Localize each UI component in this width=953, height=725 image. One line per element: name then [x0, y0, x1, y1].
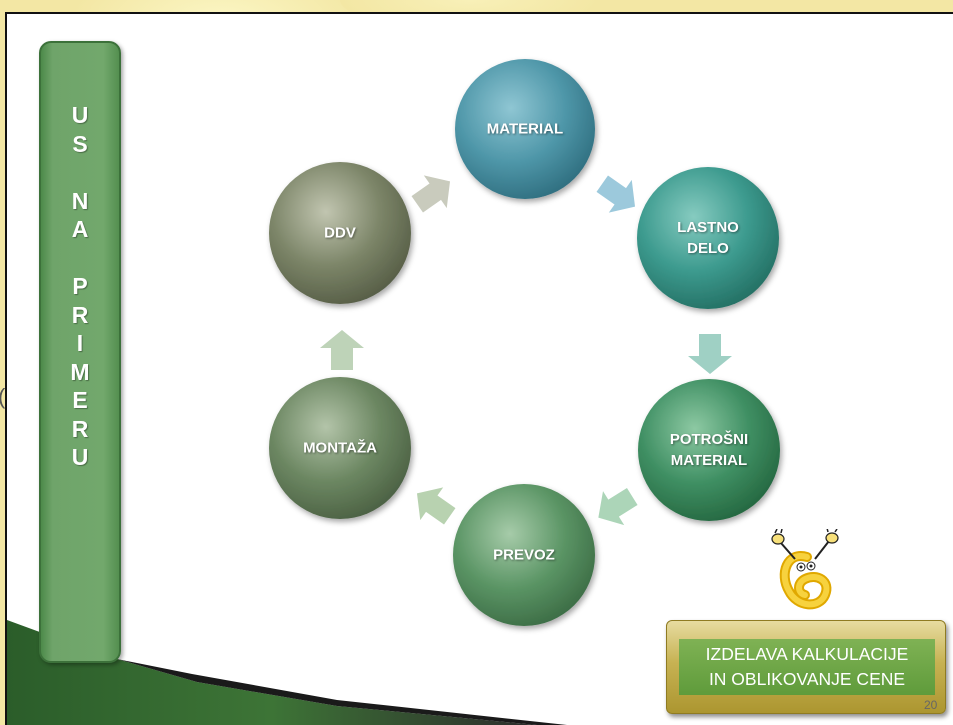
vertical-title-text: U S N A P R I M E R U	[70, 102, 90, 470]
node-material	[455, 59, 595, 199]
node-montaza-label: MONTAŽA	[303, 439, 377, 457]
title-text: IZDELAVA KALKULACIJE IN OBLIKOVANJE CENE	[679, 639, 935, 695]
node-ddv	[269, 162, 411, 304]
vertical-title-bar: U S N A P R I M E R U	[39, 41, 121, 663]
arrow-material-to-lastno	[596, 175, 636, 213]
slide-number: 20	[924, 698, 938, 712]
arrow-lastno-to-potrosni	[688, 334, 732, 374]
decorative-wedge	[7, 620, 567, 725]
arrow-prevoz-to-montaza	[416, 487, 456, 525]
arrow-ddv-to-material	[411, 175, 451, 213]
node-potrosni-material	[638, 379, 780, 521]
wedge-shape	[7, 620, 537, 725]
slide: U S N A P R I M E R U	[5, 12, 953, 725]
arrow-potrosni-to-prevoz	[598, 487, 638, 526]
node-ddv-label: DDV	[324, 224, 356, 242]
node-potrosni-material-label: POTROŠNI MATERIAL	[669, 431, 749, 469]
mascot-icon	[771, 529, 839, 610]
node-prevoz	[453, 484, 595, 626]
title-box: IZDELAVA KALKULACIJE IN OBLIKOVANJE CENE	[666, 620, 946, 714]
node-montaza	[269, 377, 411, 519]
offslide-fragment: (	[0, 384, 5, 410]
node-lastno-delo-label: LASTNO DELO	[677, 219, 739, 257]
node-material-label: MATERIAL	[486, 120, 564, 138]
arrow-montaza-to-ddv	[320, 330, 364, 370]
cycle-diagram	[269, 59, 780, 626]
node-prevoz-label: PREVOZ	[493, 546, 555, 564]
node-lastno-delo	[637, 167, 779, 309]
